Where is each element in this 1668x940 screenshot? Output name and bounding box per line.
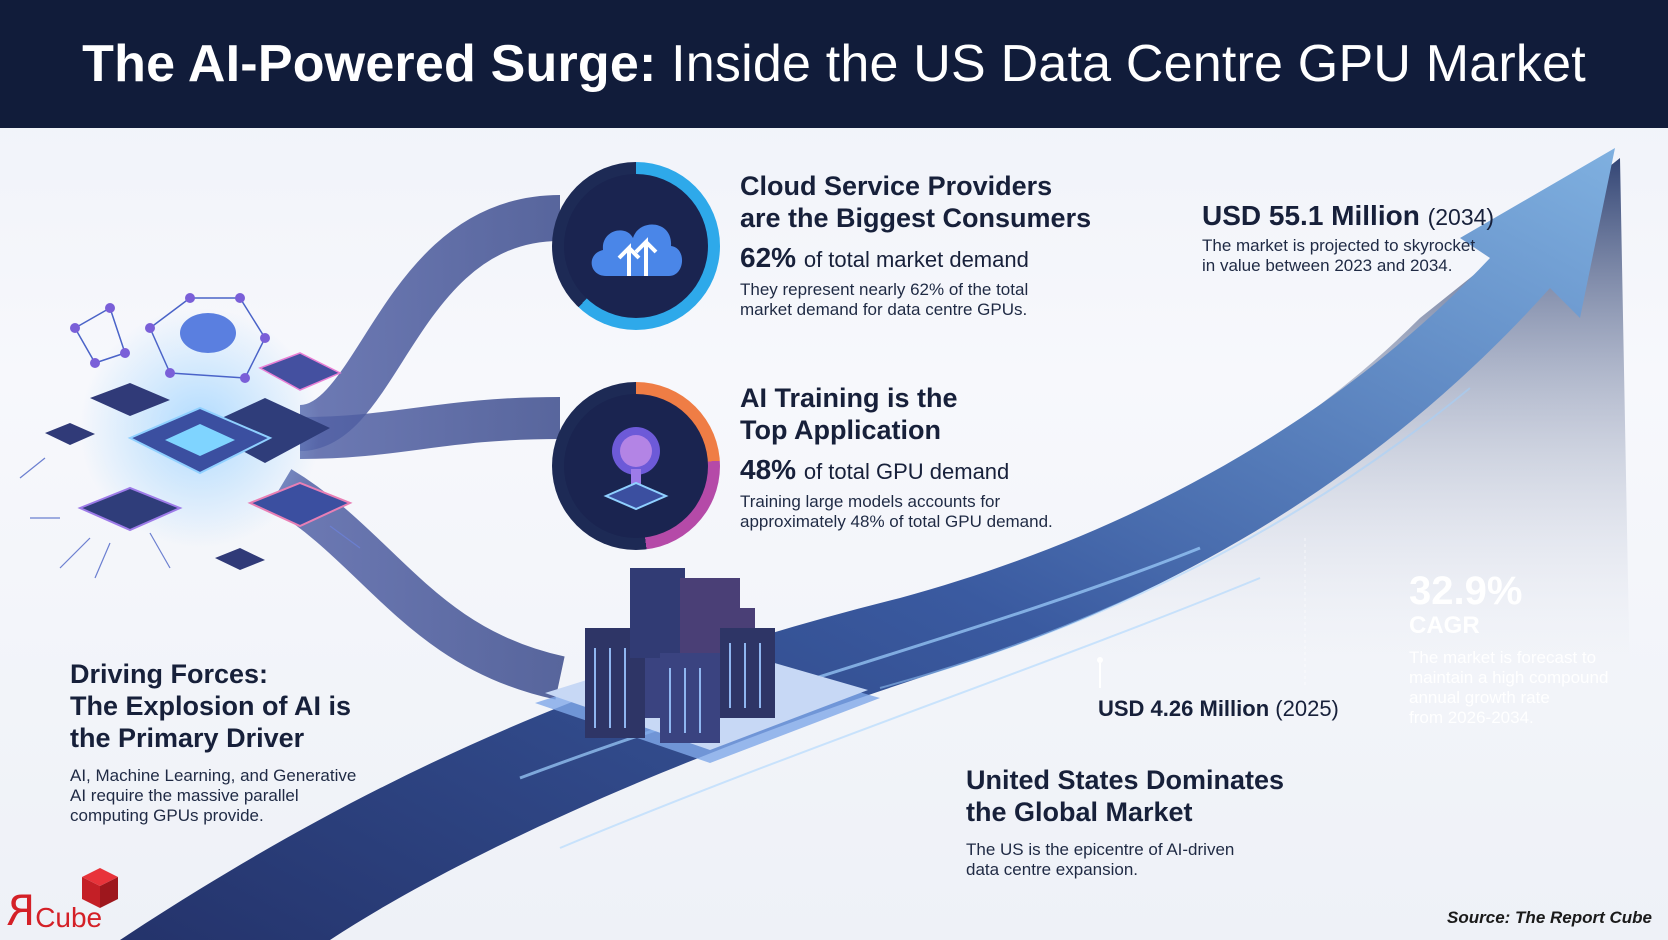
- us-heading-line2: the Global Market: [966, 797, 1193, 827]
- us-desc-line2: data centre expansion.: [966, 860, 1139, 879]
- training-heading-line1: AI Training is the: [740, 383, 958, 413]
- page-title-bold: The AI-Powered Surge:: [82, 35, 657, 93]
- logo-r: R: [6, 886, 36, 935]
- us-heading: United States Dominates the Global Marke…: [966, 764, 1326, 828]
- training-stat: 48% of total GPU demand: [740, 454, 1120, 486]
- training-desc-line2: approximately 48% of total GPU demand.: [740, 512, 1053, 531]
- cagr-label: CAGR: [1409, 612, 1480, 639]
- forecast-desc-line1: The market is projected to skyrocket: [1202, 236, 1476, 255]
- cloud-desc-line1: They represent nearly 62% of the total: [740, 280, 1029, 299]
- forecast-year: (2034): [1427, 204, 1495, 230]
- drivers-desc-line1: AI, Machine Learning, and Generative: [70, 766, 357, 785]
- cloud-desc-line2: market demand for data centre GPUs.: [740, 300, 1028, 319]
- drivers-heading: Driving Forces: The Explosion of AI is t…: [70, 658, 430, 754]
- base-year: (2025): [1275, 696, 1339, 721]
- training-heading-line2: Top Application: [740, 415, 941, 445]
- cloud-stat: 62% of total market demand: [740, 242, 1120, 274]
- report-cube-logo-icon: R Cube: [6, 866, 120, 935]
- growth-arrow-icon: [120, 148, 1615, 940]
- cagr-value: 32.9%: [1409, 569, 1523, 613]
- cloud-providers-section: Cloud Service Providers are the Biggest …: [740, 170, 1120, 320]
- cube-mark: [82, 868, 119, 908]
- forecast-amount: USD 55.1 Million: [1202, 200, 1420, 231]
- background-illustration: [19, 148, 1630, 940]
- training-stat-label: of total GPU demand: [803, 459, 1010, 484]
- driving-forces-section: Driving Forces: The Explosion of AI is t…: [70, 658, 430, 826]
- forecast-description: The market is projected to skyrocket in …: [1202, 236, 1522, 276]
- cagr-section: 32.9% CAGR The market is forecast to mai…: [1409, 570, 1649, 728]
- cagr-desc-line1: The market is forecast to: [1409, 648, 1597, 667]
- us-heading-line1: United States Dominates: [966, 765, 1285, 795]
- training-description: Training large models accounts for appro…: [740, 492, 1120, 532]
- cloud-heading-line1: Cloud Service Providers: [740, 171, 1053, 201]
- drivers-heading-line3: the Primary Driver: [70, 723, 305, 753]
- training-stat-value: 48%: [740, 454, 797, 485]
- us-desc-line1: The US is the epicentre of AI-driven: [966, 840, 1235, 859]
- cagr-desc-line3: annual growth rate: [1409, 688, 1550, 707]
- us-description: The US is the epicentre of AI-driven dat…: [966, 840, 1326, 880]
- cagr-description: The market is forecast to maintain a hig…: [1409, 648, 1649, 728]
- forecast-value: USD 55.1 Million (2034): [1202, 200, 1522, 232]
- page-title-rest: Inside the US Data Centre GPU Market: [671, 35, 1586, 93]
- training-heading: AI Training is the Top Application: [740, 382, 1120, 446]
- drivers-heading-line1: Driving Forces:: [70, 659, 269, 689]
- cagr-desc-line4: from 2026-2034.: [1409, 708, 1534, 727]
- title-banner: The AI-Powered Surge: Inside the US Data…: [0, 0, 1668, 128]
- source-credit: Source: The Report Cube: [1447, 908, 1652, 927]
- cloud-stat-value: 62%: [740, 242, 797, 273]
- drivers-desc-line2: AI require the massive parallel: [70, 786, 299, 805]
- brain-chip-icon: [552, 382, 720, 550]
- drivers-description: AI, Machine Learning, and Generative AI …: [70, 766, 430, 826]
- forecast-section: USD 55.1 Million (2034) The market is pr…: [1202, 200, 1522, 276]
- cloud-description: They represent nearly 62% of the total m…: [740, 280, 1120, 320]
- page-title: The AI-Powered Surge: Inside the US Data…: [82, 34, 1586, 94]
- us-dominates-section: United States Dominates the Global Marke…: [966, 764, 1326, 880]
- cloud-stat-label: of total market demand: [803, 247, 1029, 272]
- cagr-desc-line2: maintain a high compound: [1409, 668, 1609, 687]
- logo-cube-text: Cube: [35, 902, 103, 933]
- drivers-desc-line3: computing GPUs provide.: [70, 806, 264, 825]
- cloud-heading: Cloud Service Providers are the Biggest …: [740, 170, 1120, 234]
- ai-training-section: AI Training is the Top Application 48% o…: [740, 382, 1120, 532]
- base-amount: USD 4.26 Million: [1098, 696, 1270, 721]
- training-desc-line1: Training large models accounts for: [740, 492, 1001, 511]
- base-value: USD 4.26 Million (2025): [1098, 696, 1398, 722]
- cloud-heading-line2: are the Biggest Consumers: [740, 203, 1092, 233]
- ai-chip-network-icon: [19, 293, 361, 579]
- cloud-upload-icon: [552, 162, 720, 330]
- drivers-heading-line2: The Explosion of AI is: [70, 691, 352, 721]
- forecast-desc-line2: in value between 2023 and 2034.: [1202, 256, 1453, 275]
- server-racks-icon: [535, 568, 880, 763]
